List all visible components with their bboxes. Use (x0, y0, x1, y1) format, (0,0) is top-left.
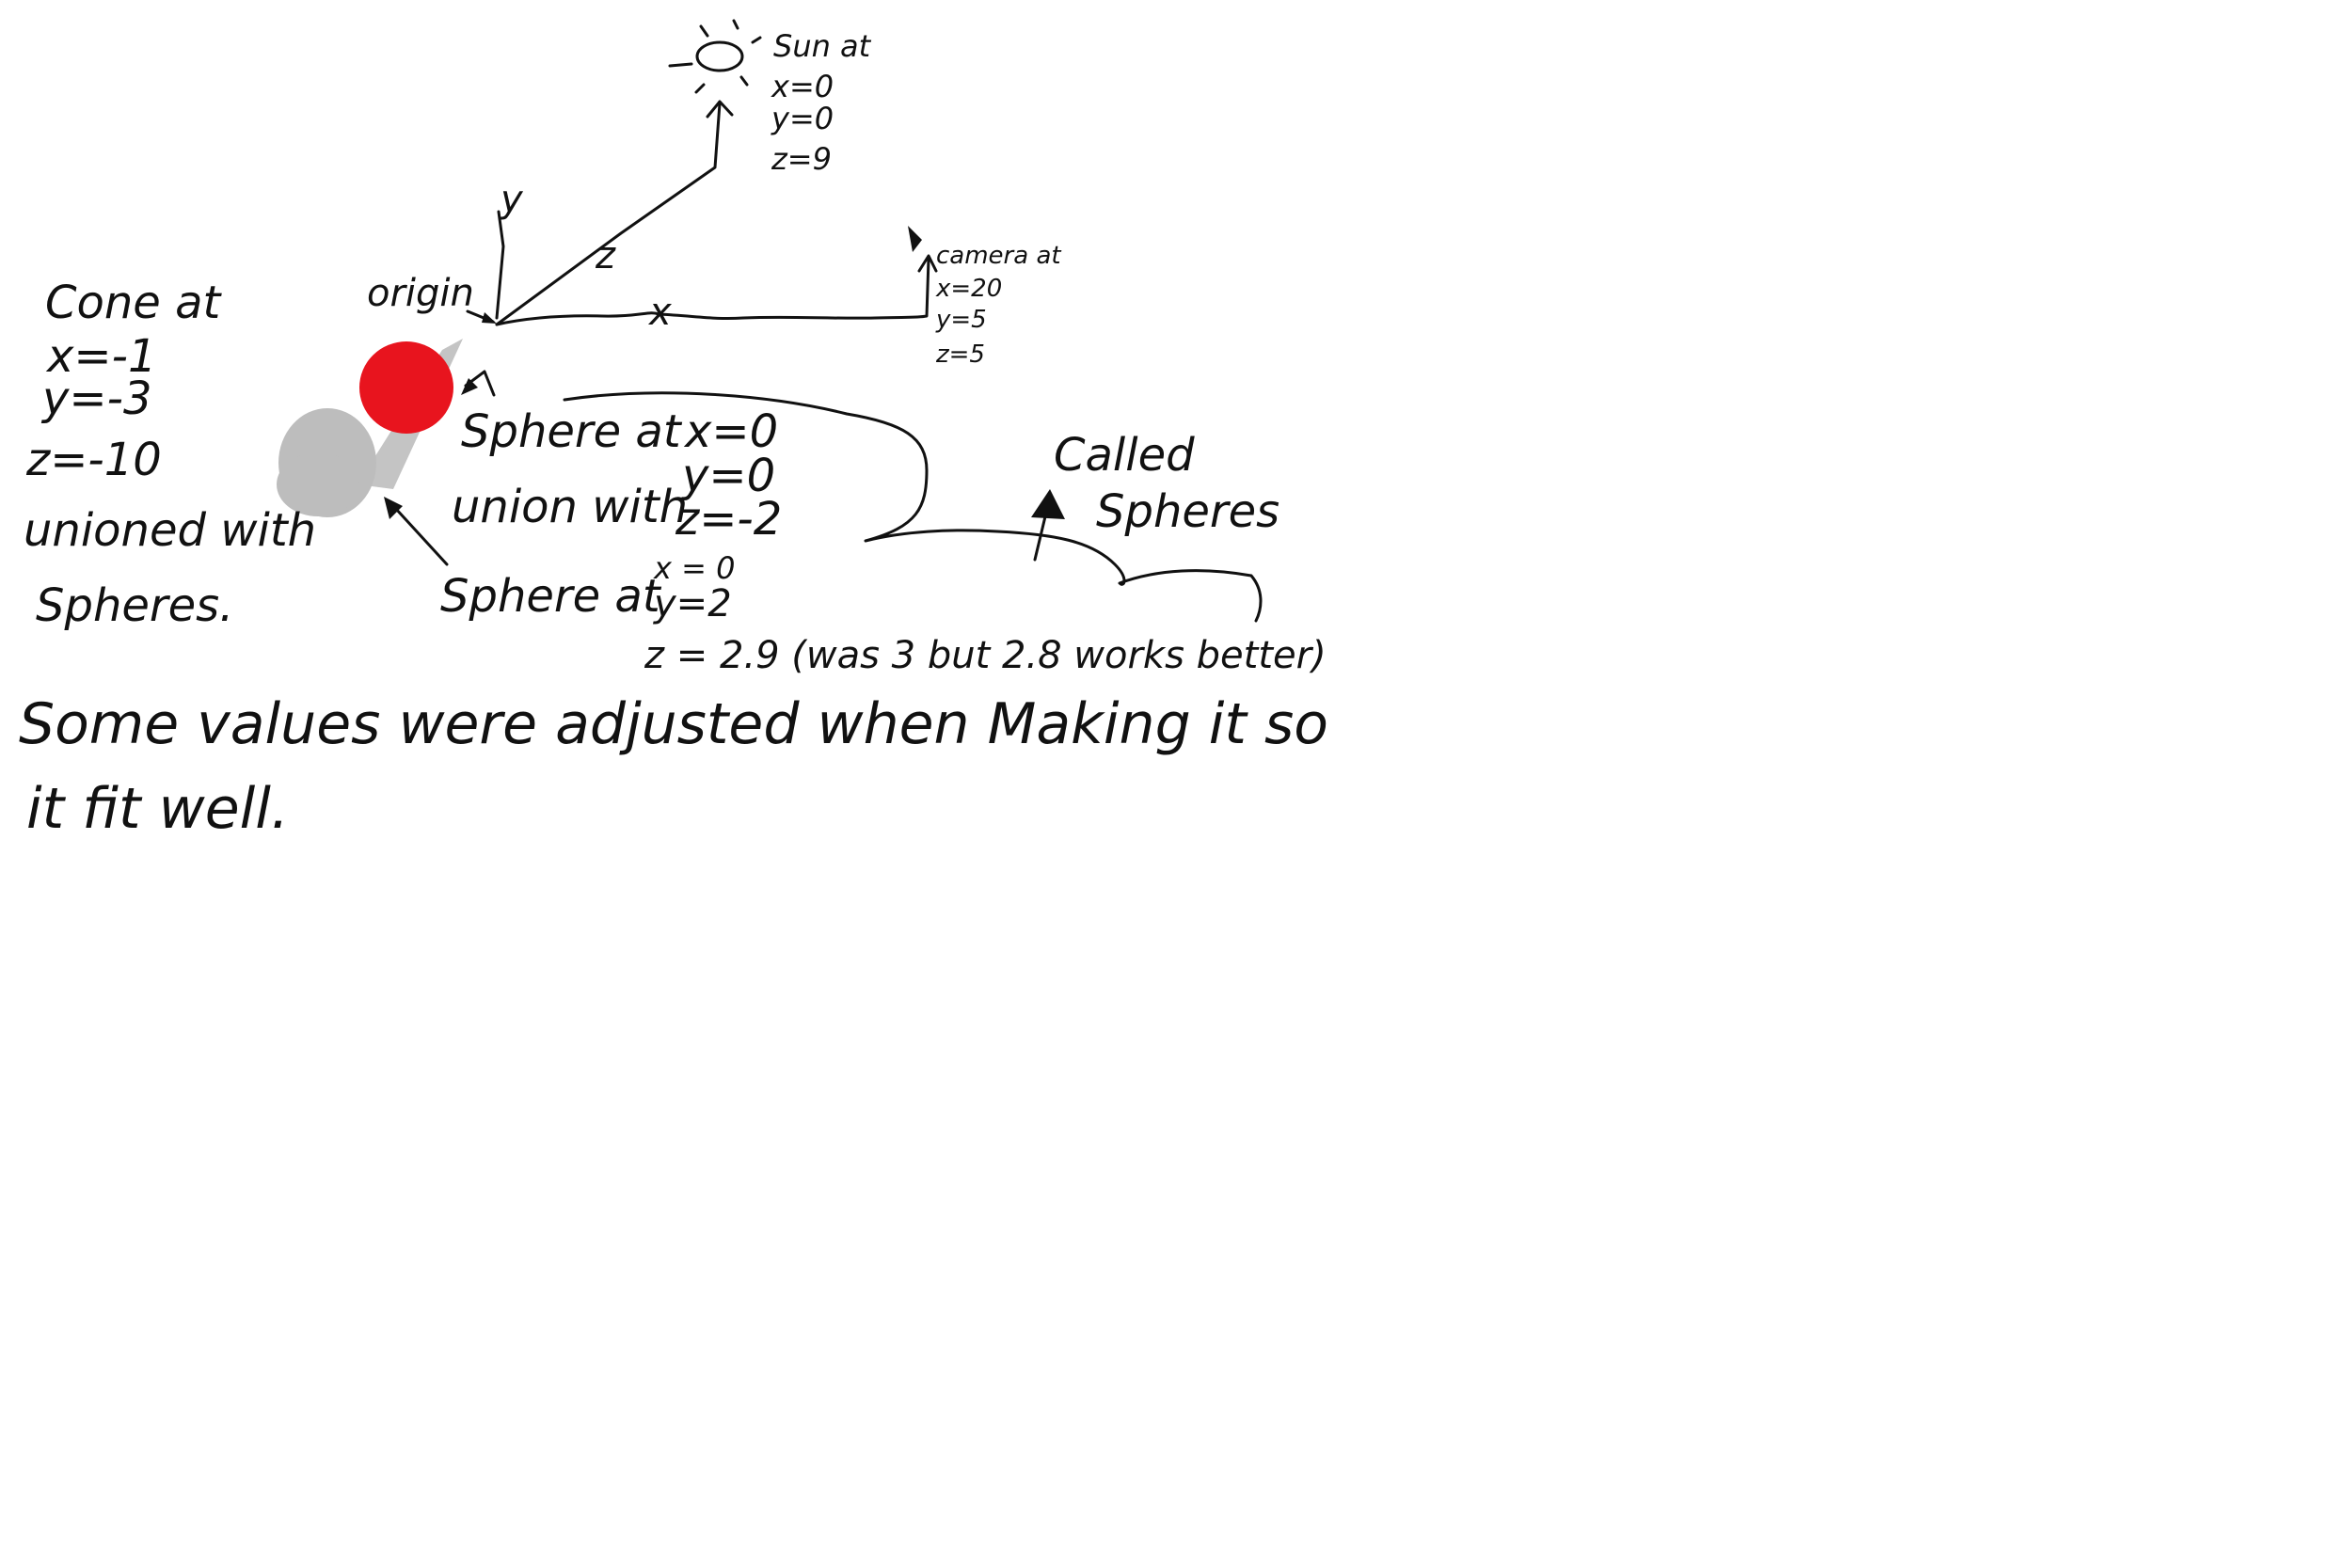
y-axis-line (495, 210, 505, 320)
sun-icon (668, 19, 762, 94)
called-pointer (1033, 511, 1048, 562)
footnote-line2: it fit well. (26, 776, 289, 842)
called-line1: Called (1054, 429, 1195, 482)
cone-object (277, 339, 463, 517)
cone-note-line1: unioned with (24, 504, 316, 557)
z-axis-arrowhead (706, 100, 734, 119)
camera-label: camera at (936, 242, 1061, 270)
cone-z-value: z=-10 (25, 434, 162, 486)
x-axis-label: x (647, 291, 672, 334)
y-axis-label: y (500, 178, 524, 221)
union-label: union with (452, 481, 688, 533)
sphere2-pointer-head (384, 497, 403, 519)
origin-pointer-head (482, 312, 497, 324)
z-axis-label: z (595, 234, 616, 277)
cone-label: Cone at (45, 277, 223, 329)
sphere1-label: Sphere at (461, 405, 683, 458)
sun-y-value: y=0 (771, 101, 834, 136)
z-axis-line (495, 102, 722, 326)
sphere1-x-value: x=0 (683, 405, 778, 458)
sphere2-pointer (393, 506, 449, 566)
camera-y-value: y=5 (935, 306, 987, 334)
sphere2-z-value: z = 2.9 (was 3 but 2.8 works better) (644, 634, 1327, 677)
grouping-brace (563, 391, 1263, 623)
origin-label: origin (367, 272, 474, 315)
red-sphere (359, 341, 453, 434)
cone-y-value: y=-3 (40, 372, 151, 425)
cone-note-line2: Spheres. (36, 579, 233, 632)
axes: y z x origin (367, 100, 938, 334)
sun-label: Sun at (773, 28, 872, 64)
cone-x-value: x=-1 (45, 330, 156, 383)
camera-z-value: z=5 (935, 341, 985, 369)
sphere1-pointer-head (461, 378, 478, 395)
sphere1-z-value: z=-2 (675, 493, 782, 546)
x-axis-arrowhead (917, 254, 938, 273)
sphere1-y-value: y=0 (680, 450, 775, 502)
sun-z-value: z=9 (771, 141, 832, 177)
x-axis-line (495, 257, 930, 326)
sphere2-y-value: y=2 (653, 582, 732, 626)
called-line2: Spheres (1096, 485, 1279, 538)
footnote-line1: Some values were adjusted when Making it… (19, 691, 1328, 757)
sphere1-pointer (464, 370, 496, 397)
sphere2-label: Sphere at (440, 570, 662, 623)
camera-x-value: x=20 (935, 275, 1002, 303)
camera-icon (908, 226, 922, 252)
sun-x-value: x=0 (771, 69, 834, 104)
gray-sphere-lower (277, 452, 359, 516)
called-pointer-head (1031, 489, 1065, 519)
sphere2-x-value: x = 0 (653, 550, 735, 586)
